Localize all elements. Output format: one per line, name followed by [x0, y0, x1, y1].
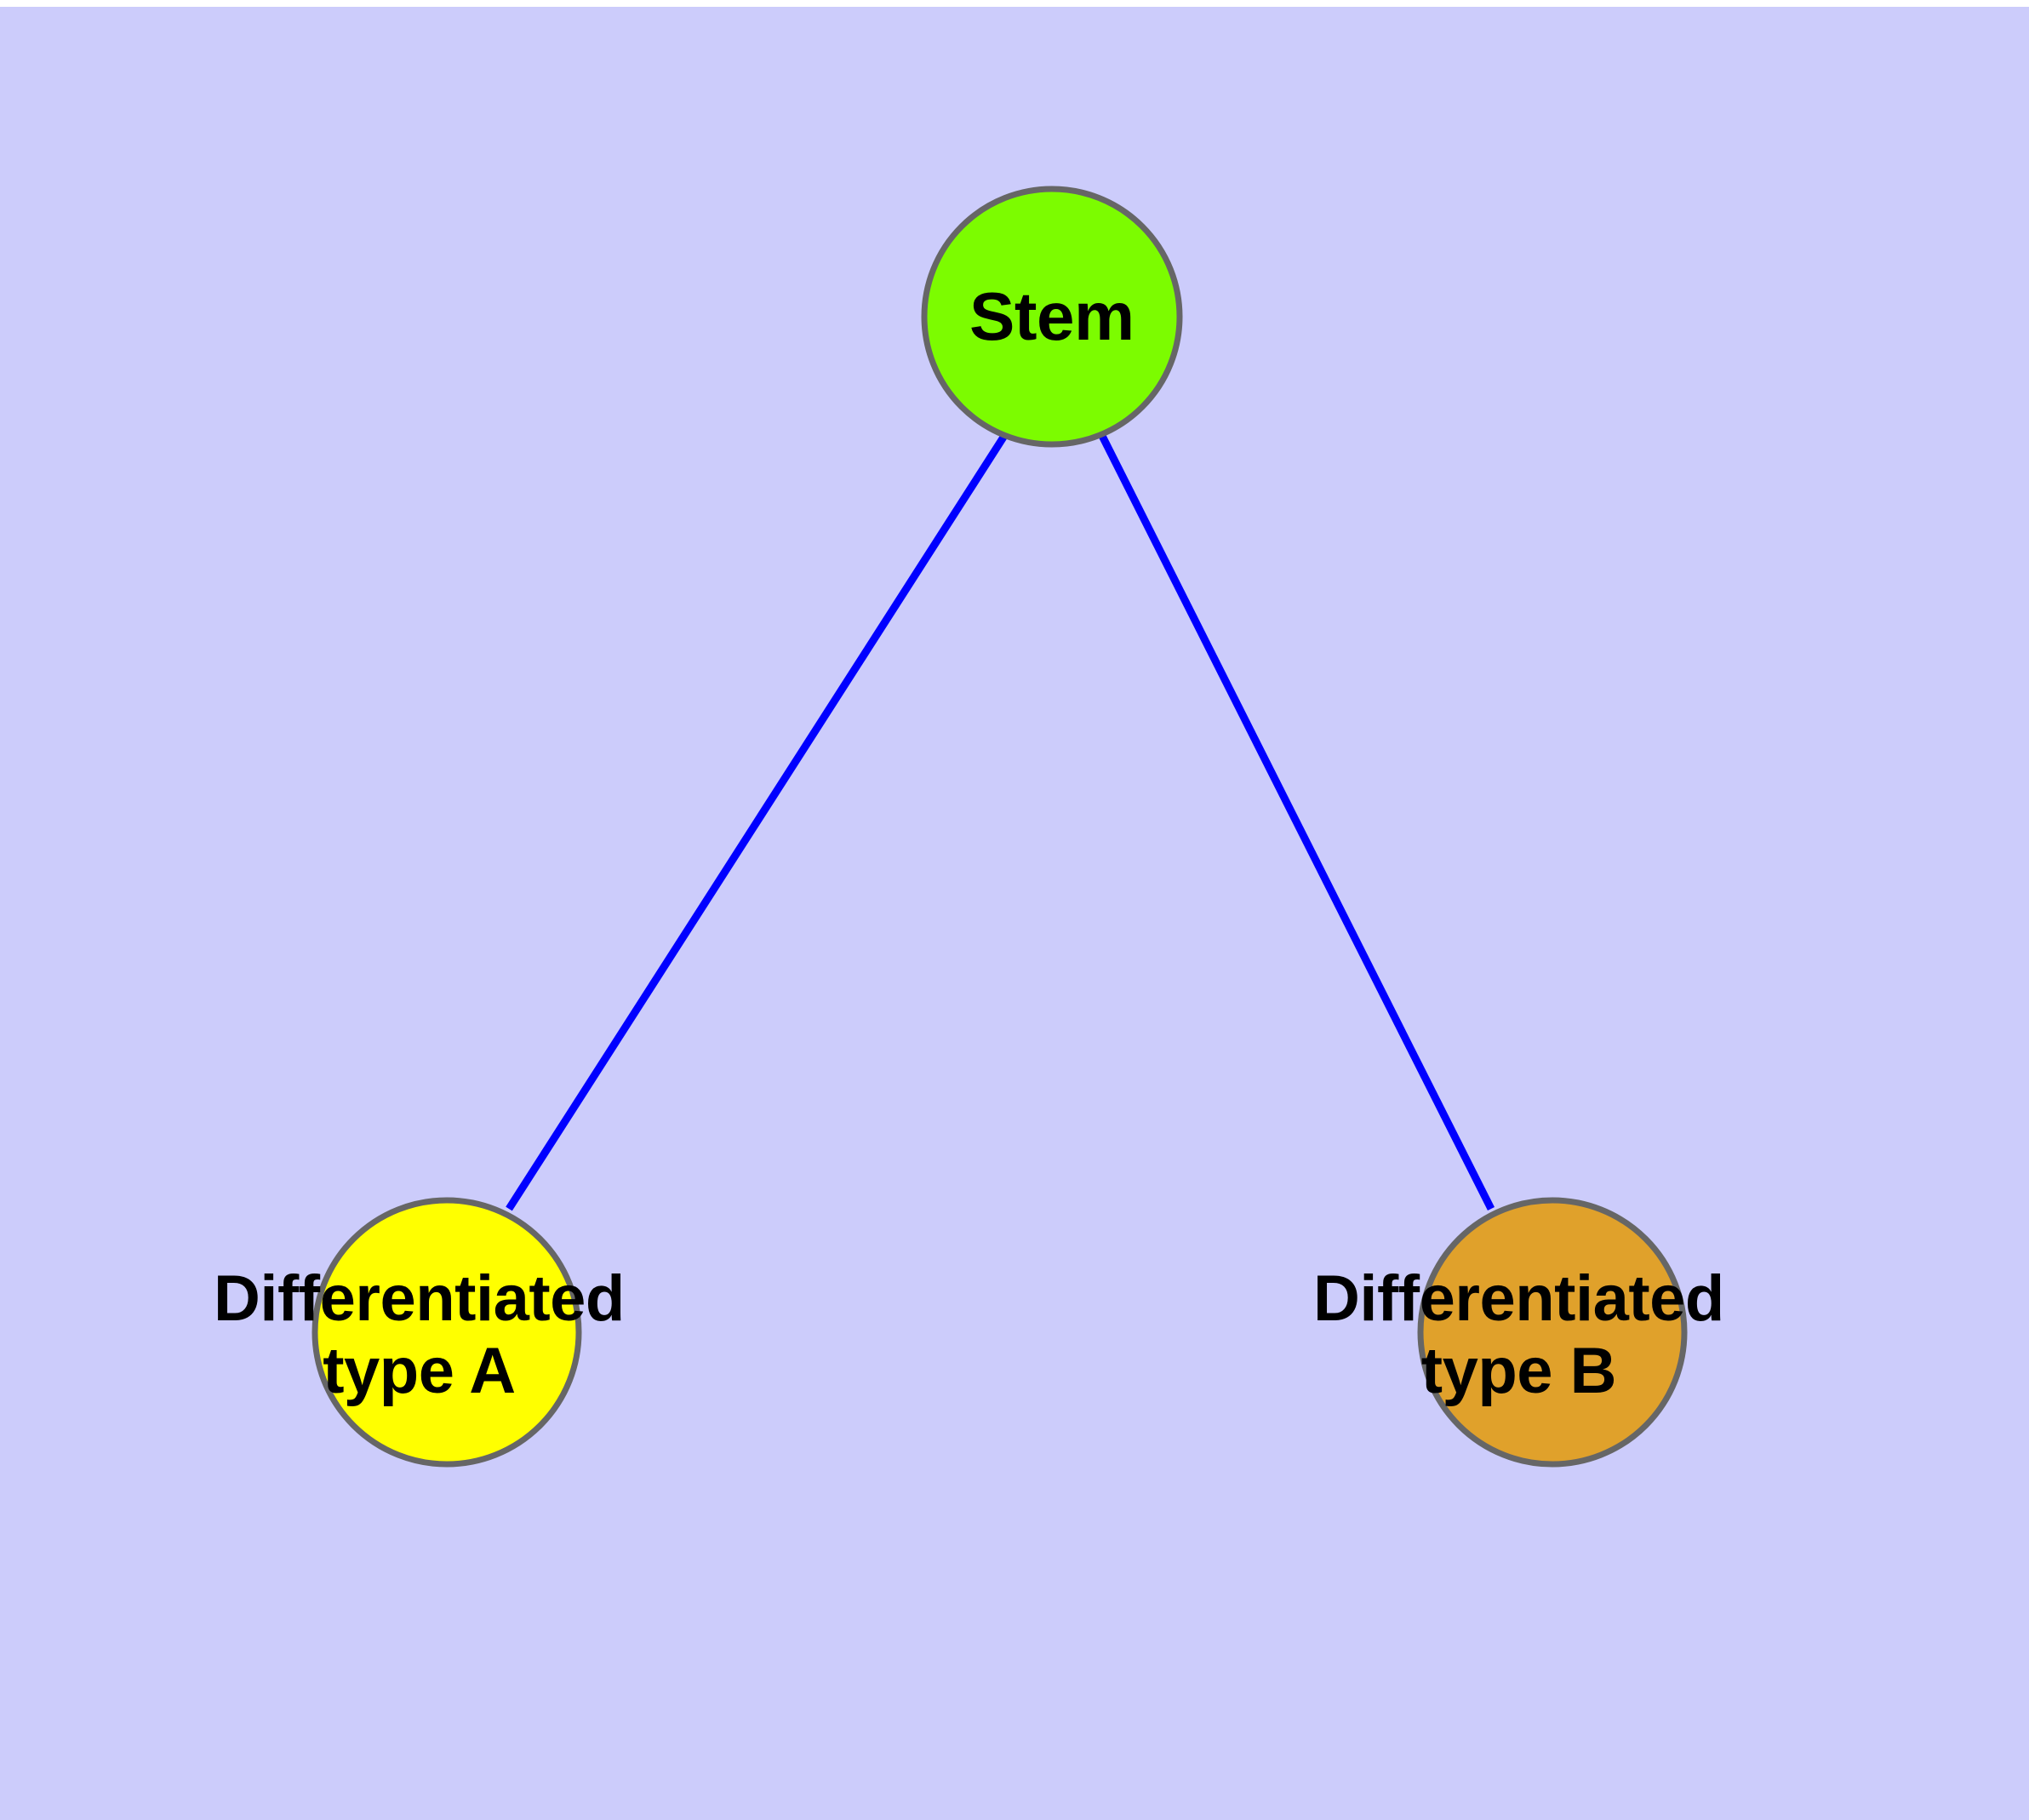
graph-node-stem[interactable]: [921, 186, 1183, 448]
graph-node-diff_a[interactable]: [311, 1197, 582, 1468]
graph-edge: [1098, 433, 1495, 1211]
edges-layer: [506, 433, 1495, 1211]
graph-edge: [506, 433, 1008, 1211]
graph-node-diff_b[interactable]: [1417, 1197, 1688, 1468]
nodes-layer: [311, 186, 1688, 1468]
